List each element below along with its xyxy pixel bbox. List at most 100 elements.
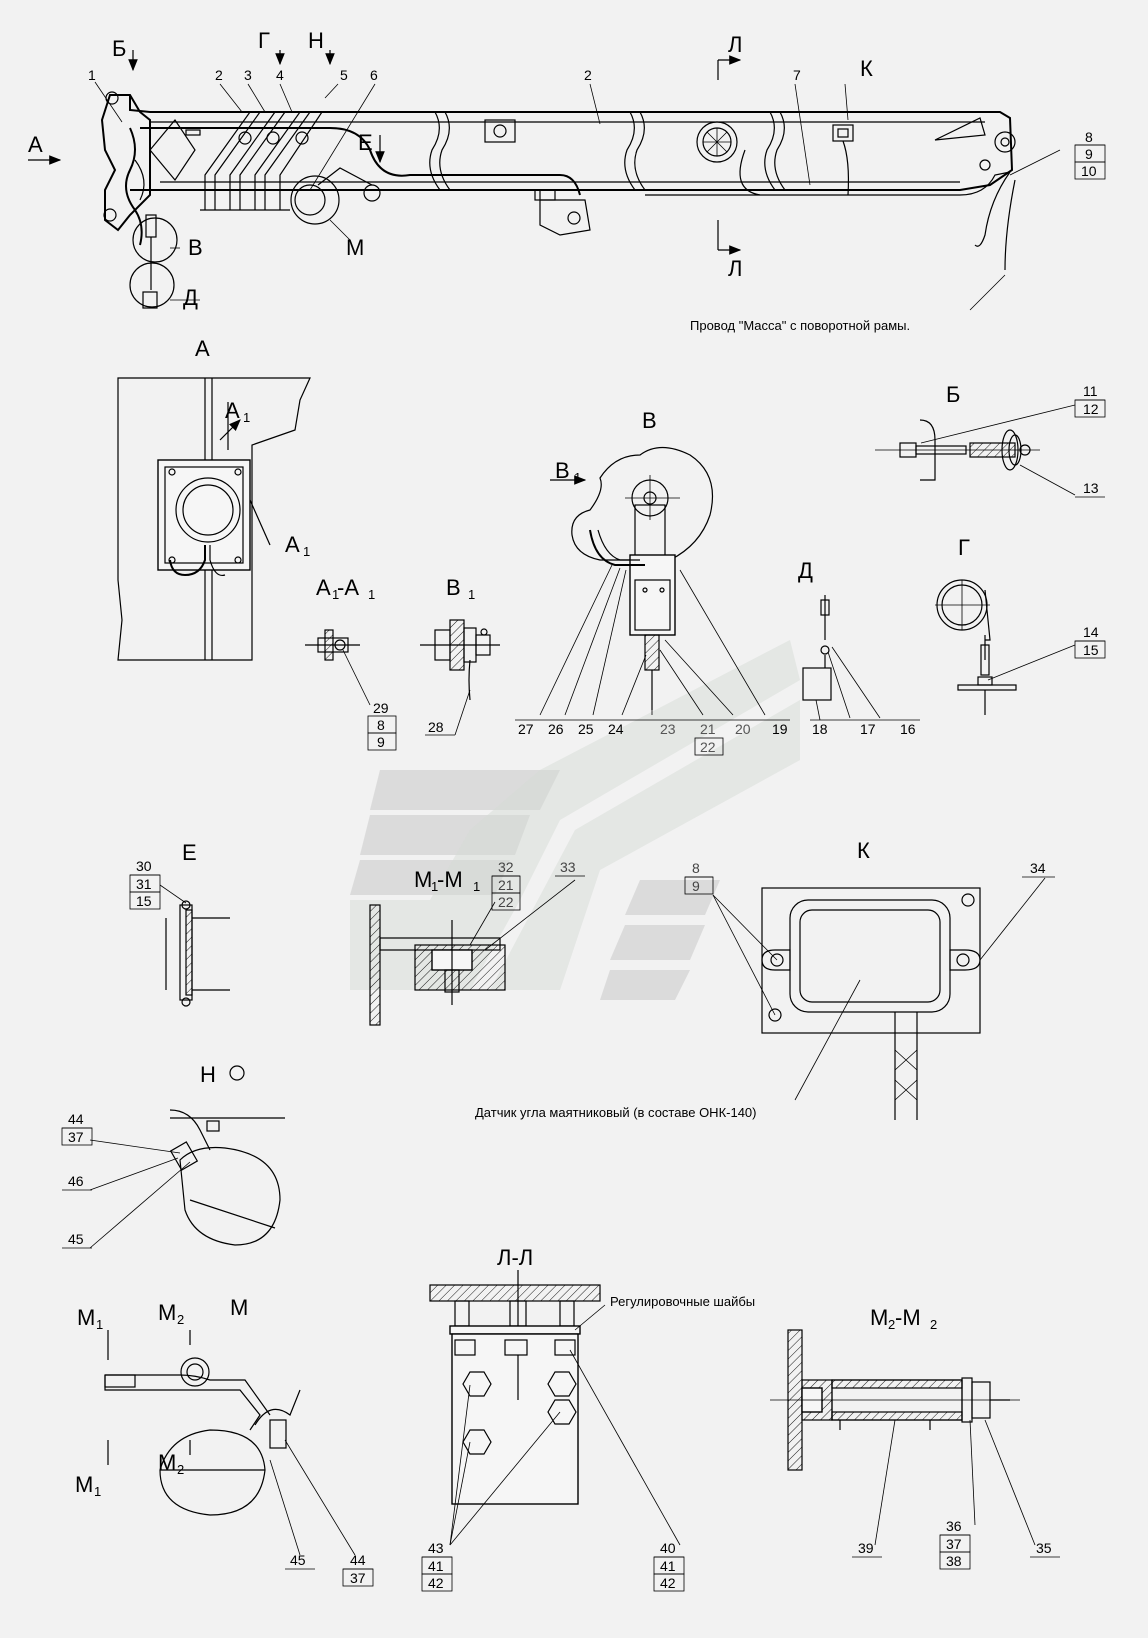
view-a: А А 1 А 1 bbox=[117, 336, 311, 661]
svg-text:19: 19 bbox=[772, 721, 788, 737]
view-g: Г 14 15 bbox=[935, 535, 1106, 715]
view-label: Е bbox=[358, 130, 373, 155]
svg-text:21: 21 bbox=[498, 877, 514, 893]
svg-text:39: 39 bbox=[858, 1540, 874, 1556]
svg-text:24: 24 bbox=[608, 721, 624, 737]
view-e: Е 30 31 15 bbox=[129, 840, 230, 1007]
svg-text:32: 32 bbox=[498, 859, 514, 875]
svg-text:Е: Е bbox=[182, 840, 197, 865]
svg-text:17: 17 bbox=[860, 721, 876, 737]
view-label: Д bbox=[183, 285, 198, 310]
svg-text:Б: Б bbox=[946, 382, 960, 407]
svg-text:35: 35 bbox=[1036, 1540, 1052, 1556]
svg-text:11: 11 bbox=[1083, 383, 1098, 399]
svg-text:-М: -М bbox=[895, 1305, 921, 1330]
svg-text:М: М bbox=[158, 1450, 176, 1475]
svg-text:29: 29 bbox=[373, 700, 389, 716]
svg-text:1: 1 bbox=[431, 879, 438, 894]
callout: 2 bbox=[215, 67, 223, 83]
svg-text:25: 25 bbox=[578, 721, 594, 737]
svg-text:М: М bbox=[230, 1295, 248, 1320]
svg-text:18: 18 bbox=[812, 721, 828, 737]
view-label: А bbox=[28, 132, 43, 157]
svg-text:44: 44 bbox=[350, 1552, 366, 1568]
svg-text:1: 1 bbox=[368, 587, 375, 602]
view-label: Н bbox=[308, 28, 324, 53]
view-label: В bbox=[188, 235, 203, 260]
svg-text:12: 12 bbox=[1083, 401, 1099, 417]
svg-text:22: 22 bbox=[700, 739, 716, 755]
svg-text:1: 1 bbox=[94, 1484, 101, 1499]
svg-text:А: А bbox=[195, 336, 210, 361]
svg-text:8: 8 bbox=[377, 717, 385, 733]
callout: 1 bbox=[88, 67, 96, 83]
view-label: Л bbox=[728, 32, 742, 57]
svg-text:Г: Г bbox=[958, 535, 970, 560]
callout: 2 bbox=[584, 67, 592, 83]
note-massa: Провод "Масса" с поворотной рамы. bbox=[690, 318, 910, 333]
svg-text:Н: Н bbox=[200, 1062, 216, 1087]
svg-text:42: 42 bbox=[660, 1575, 676, 1591]
svg-text:1: 1 bbox=[332, 587, 339, 602]
svg-text:1: 1 bbox=[243, 410, 250, 425]
svg-text:26: 26 bbox=[548, 721, 564, 737]
svg-text:К: К bbox=[857, 838, 870, 863]
callout: 7 bbox=[793, 67, 801, 83]
svg-text:45: 45 bbox=[290, 1552, 306, 1568]
svg-text:9: 9 bbox=[1085, 146, 1093, 162]
callout: 6 bbox=[370, 67, 378, 83]
view-v1: В 1 28 bbox=[420, 575, 500, 736]
svg-text:27: 27 bbox=[518, 721, 534, 737]
svg-text:М: М bbox=[158, 1300, 176, 1325]
svg-text:40: 40 bbox=[660, 1540, 676, 1556]
svg-text:15: 15 bbox=[1083, 642, 1099, 658]
svg-text:30: 30 bbox=[136, 858, 152, 874]
view-k: К 8 9 34 Датчик угла маятниковый (в сост… bbox=[475, 838, 1055, 1120]
view-m1-m1: М 1 -М 1 32 21 22 33 bbox=[369, 859, 585, 1026]
svg-text:2: 2 bbox=[888, 1317, 895, 1332]
note-sensor: Датчик угла маятниковый (в составе ОНК-1… bbox=[475, 1105, 757, 1120]
view-l-l: Л-Л Регулировочные шайбы 43 41 42 40 41 … bbox=[421, 1245, 755, 1592]
svg-text:8: 8 bbox=[692, 860, 700, 876]
svg-text:13: 13 bbox=[1083, 480, 1099, 496]
svg-text:2: 2 bbox=[930, 1317, 937, 1332]
svg-text:22: 22 bbox=[498, 894, 514, 910]
svg-text:37: 37 bbox=[68, 1129, 84, 1145]
svg-text:45: 45 bbox=[68, 1231, 84, 1247]
svg-text:41: 41 bbox=[660, 1558, 676, 1574]
svg-text:44: 44 bbox=[68, 1111, 84, 1127]
svg-text:-А: -А bbox=[337, 575, 359, 600]
svg-text:34: 34 bbox=[1030, 860, 1046, 876]
svg-text:33: 33 bbox=[560, 859, 576, 875]
svg-text:15: 15 bbox=[136, 893, 152, 909]
view-b-cyr: Б 11 12 13 bbox=[875, 382, 1106, 498]
view-label: Б bbox=[112, 36, 126, 61]
svg-text:36: 36 bbox=[946, 1518, 962, 1534]
svg-text:8: 8 bbox=[1085, 129, 1093, 145]
svg-text:28: 28 bbox=[428, 719, 444, 735]
view-h: Н 44 37 46 45 bbox=[61, 1062, 285, 1249]
svg-text:В: В bbox=[446, 575, 461, 600]
svg-text:41: 41 bbox=[428, 1558, 444, 1574]
svg-text:М: М bbox=[414, 867, 432, 892]
svg-text:14: 14 bbox=[1083, 624, 1099, 640]
view-label: Л bbox=[728, 256, 742, 281]
svg-text:-М: -М bbox=[437, 867, 463, 892]
svg-text:2: 2 bbox=[177, 1312, 184, 1327]
callout: 4 bbox=[276, 67, 284, 83]
svg-text:1: 1 bbox=[473, 879, 480, 894]
section-label: В bbox=[555, 458, 570, 483]
svg-text:38: 38 bbox=[946, 1553, 962, 1569]
svg-text:1: 1 bbox=[96, 1317, 103, 1332]
svg-text:23: 23 bbox=[660, 721, 676, 737]
svg-text:37: 37 bbox=[946, 1536, 962, 1552]
svg-text:9: 9 bbox=[692, 878, 700, 894]
callout: 3 bbox=[244, 67, 252, 83]
view-d: Д 18 17 16 bbox=[798, 558, 920, 737]
svg-text:16: 16 bbox=[900, 721, 916, 737]
svg-text:Л-Л: Л-Л bbox=[497, 1245, 533, 1270]
section-label: А bbox=[285, 532, 300, 557]
svg-text:42: 42 bbox=[428, 1575, 444, 1591]
svg-text:М: М bbox=[870, 1305, 888, 1330]
